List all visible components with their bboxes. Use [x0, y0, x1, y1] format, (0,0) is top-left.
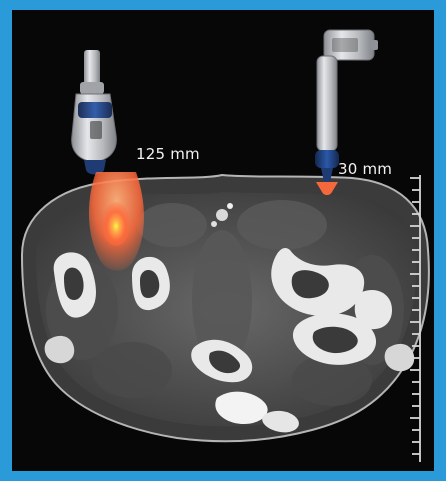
- left-probe-depth-label: 125 mm: [136, 145, 200, 163]
- ct-illustration: [12, 10, 434, 471]
- ct-panel: 125 mm 30 mm: [12, 10, 434, 471]
- focused-ultrasound-probe-icon: [72, 50, 117, 175]
- right-probe-depth-label: 30 mm: [338, 160, 392, 178]
- body-cross-section: [22, 175, 429, 441]
